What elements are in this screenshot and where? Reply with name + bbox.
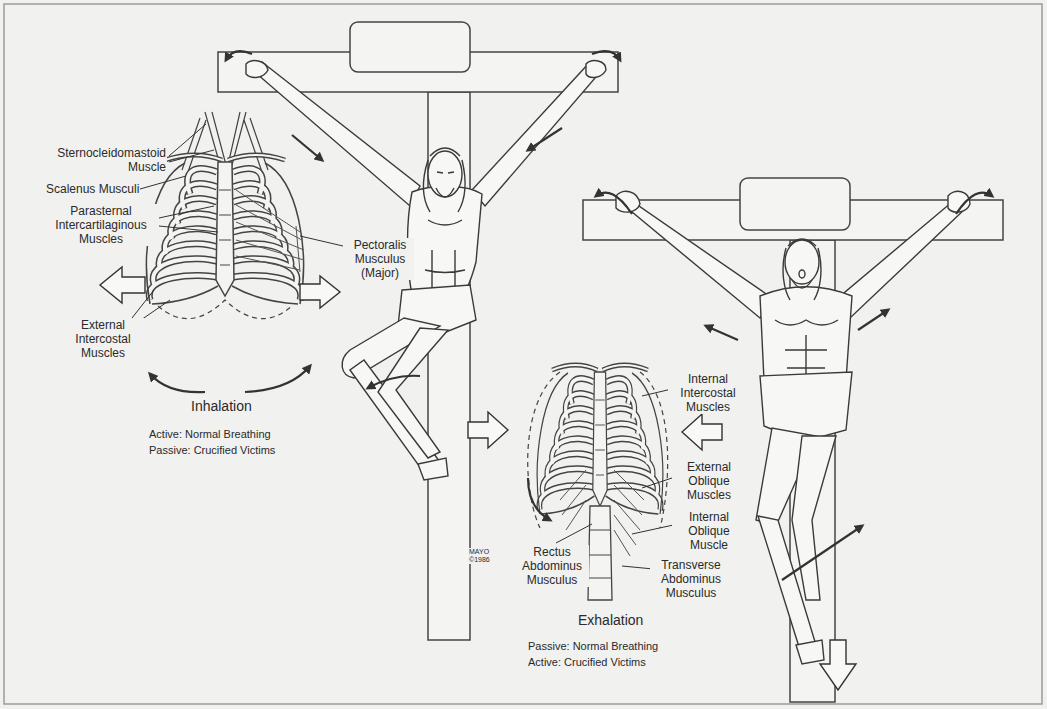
muscle-label: Internal Intercostal Muscles <box>668 372 748 414</box>
rib-cage <box>147 155 304 304</box>
motion-arrow <box>528 128 562 150</box>
rectus-detail <box>589 530 611 578</box>
motion-arrow <box>858 310 888 330</box>
section-heading: Inhalation <box>190 398 253 415</box>
hollow-arrow <box>468 412 508 448</box>
hollow-arrow <box>820 640 856 690</box>
muscle-label: Internal Oblique Muscle <box>672 510 746 552</box>
muscle-label: External Intercostal Muscles <box>62 318 144 360</box>
motion-arrow <box>292 135 322 160</box>
leader-line <box>140 176 186 189</box>
motion-arrow <box>368 376 420 388</box>
motion-arrow <box>596 193 632 214</box>
title-board <box>740 178 850 230</box>
section-note: Active: Crucified Victims <box>527 656 647 669</box>
hollow-arrow <box>300 276 340 308</box>
motion-arrow <box>150 374 205 392</box>
leader-line <box>300 236 343 246</box>
oblique-fibres <box>614 470 644 556</box>
leader-line <box>159 206 214 218</box>
leg <box>378 328 448 458</box>
muscle-label: Scalenus Musculi <box>45 182 140 196</box>
arm <box>838 202 966 318</box>
motion-arrow <box>706 326 738 340</box>
eyes <box>437 172 454 173</box>
feet <box>418 458 448 480</box>
frame <box>4 4 1042 704</box>
rib-cage <box>537 365 662 514</box>
diaphragm-outline <box>158 300 292 319</box>
leader-line <box>159 226 218 232</box>
oblique-fibres <box>560 470 586 530</box>
section-note: Passive: Normal Breathing <box>527 640 659 653</box>
leg <box>792 436 836 600</box>
hollow-arrow <box>682 414 722 450</box>
arm <box>620 202 772 318</box>
hair <box>424 148 465 212</box>
muscle-label: Pectoralis Musculus (Major) <box>346 238 414 280</box>
motion-arrow <box>226 51 252 60</box>
mouth <box>799 270 805 278</box>
hair <box>783 239 821 300</box>
leader-lines <box>556 388 678 570</box>
arm <box>250 62 420 206</box>
rectus-muscle <box>588 506 612 600</box>
motion-arrow <box>245 366 310 392</box>
motion-arrow <box>528 478 550 520</box>
motion-arrows <box>226 51 620 388</box>
torso-detail <box>425 220 465 290</box>
head <box>785 240 819 284</box>
muscle-label: External Oblique Muscles <box>672 460 746 502</box>
leader-line <box>169 150 214 162</box>
signature: MAYO ©1986 <box>468 548 502 564</box>
arm <box>472 62 602 206</box>
pectoral-fibres <box>236 190 304 272</box>
feet <box>796 640 824 664</box>
section-heading: Exhalation <box>577 612 644 629</box>
motion-arrow <box>782 526 862 580</box>
muscle-label: Parasternal Intercartilaginous Muscles <box>45 204 157 246</box>
section-note: Passive: Crucified Victims <box>148 444 276 457</box>
muscle-label: Rectus Abdominus Musculus <box>515 545 589 587</box>
motion-arrow <box>956 193 992 214</box>
leader-line <box>556 524 592 543</box>
muscle-label: Transverse Abdominus Musculus <box>650 558 732 600</box>
rib-cage-inhalation <box>147 112 310 392</box>
hand <box>246 61 268 78</box>
title-board <box>350 22 470 72</box>
hand <box>586 61 606 78</box>
motion-arrows <box>596 193 992 580</box>
section-note: Active: Normal Breathing <box>148 428 272 441</box>
beard <box>792 280 812 288</box>
motion-arrow <box>592 51 620 60</box>
left-cross <box>218 22 618 640</box>
beard <box>436 188 454 197</box>
upright-figure <box>616 191 970 664</box>
muscle-label: Sternocleidomastoid Muscle <box>40 146 167 174</box>
head <box>428 151 462 197</box>
hollow-arrow <box>100 267 145 303</box>
cross-post <box>428 92 470 640</box>
leader-line <box>169 124 206 156</box>
